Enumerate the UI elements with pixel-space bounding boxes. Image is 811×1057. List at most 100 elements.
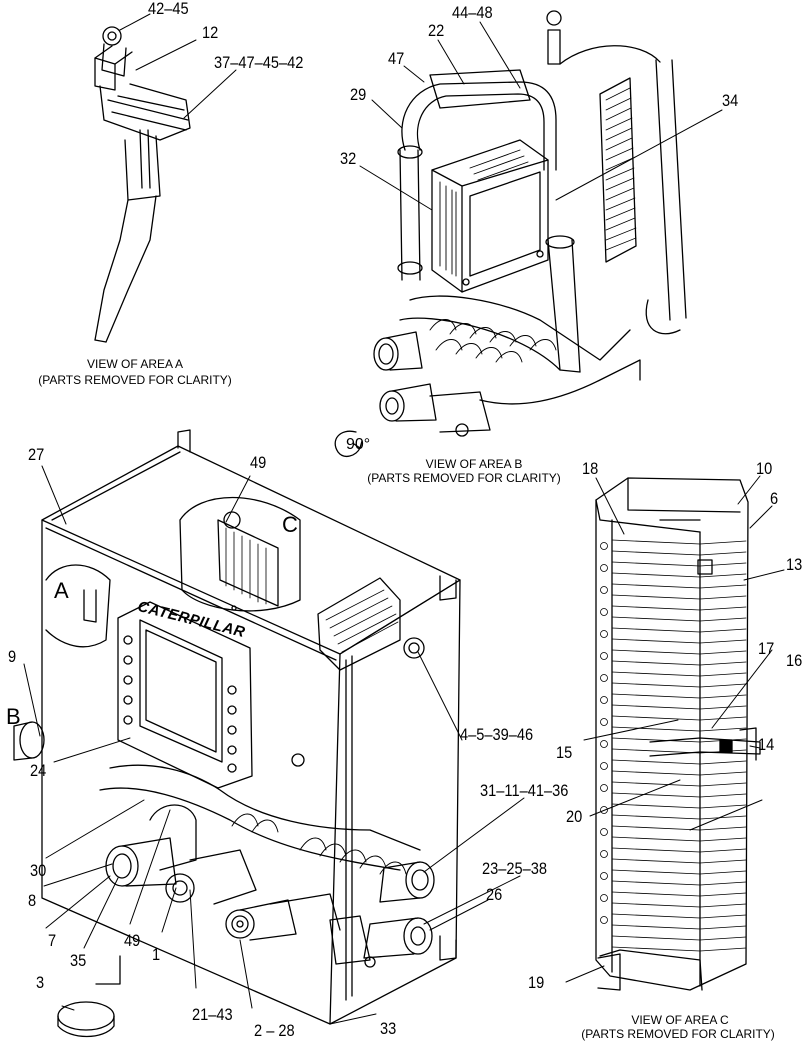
terminal-rib xyxy=(611,726,701,732)
view-c-terminal-screws xyxy=(600,542,608,924)
callout-42-45: 42–45 xyxy=(148,0,189,18)
callout-19: 19 xyxy=(528,973,545,992)
terminal-rib xyxy=(611,880,701,886)
terminal-screw xyxy=(600,916,608,924)
terminal-rib xyxy=(611,616,701,622)
terminal-rib xyxy=(611,814,701,820)
callout-6: 6 xyxy=(770,489,779,508)
callout-26: 26 xyxy=(486,885,503,904)
callout-35: 35 xyxy=(70,951,87,970)
callout-10: 10 xyxy=(756,459,773,478)
callout-37-47-45-42: 37–47–45–42 xyxy=(214,53,304,72)
terminal-screw xyxy=(600,608,608,616)
leader-lines xyxy=(23,13,785,1025)
terminal-rib-side xyxy=(699,540,747,545)
callout-1: 1 xyxy=(152,945,161,964)
view-b-title: VIEW OF AREA B xyxy=(425,457,523,471)
terminal-rib-side xyxy=(699,562,747,567)
terminal-rib xyxy=(611,737,701,743)
terminal-rib-side xyxy=(699,815,747,820)
terminal-rib-side xyxy=(699,683,747,688)
callout-20: 20 xyxy=(566,807,583,826)
terminal-rib-side xyxy=(699,705,747,710)
callout-9: 9 xyxy=(8,647,17,666)
callout-31-11-41-36: 31–11–41–36 xyxy=(480,781,569,800)
terminal-screw xyxy=(600,564,608,572)
view-c-terminal-strip-drawing xyxy=(595,477,761,991)
terminal-rib-side xyxy=(699,738,747,743)
terminal-rib xyxy=(611,682,701,688)
terminal-rib-side xyxy=(699,650,747,655)
terminal-screw xyxy=(600,894,608,902)
callout-49-top: 49 xyxy=(250,453,267,472)
callout-17: 17 xyxy=(758,639,775,658)
terminal-rib-side xyxy=(699,804,747,809)
terminal-rib-side xyxy=(699,573,747,578)
terminal-rib xyxy=(611,583,701,589)
terminal-rib xyxy=(611,913,701,919)
terminal-rib-side xyxy=(699,771,747,776)
terminal-rib xyxy=(611,891,701,897)
terminal-rib xyxy=(611,748,701,754)
terminal-rib-side xyxy=(699,859,747,864)
terminal-rib xyxy=(611,770,701,776)
terminal-rib xyxy=(611,561,701,567)
terminal-screw xyxy=(600,850,608,858)
callout-3: 3 xyxy=(36,973,45,992)
terminal-rib xyxy=(611,572,701,578)
view-a-note: (PARTS REMOVED FOR CLARITY) xyxy=(38,373,232,387)
rotation-note: 90° xyxy=(346,436,371,453)
terminal-rib-side xyxy=(699,694,747,699)
callout-34: 34 xyxy=(722,91,739,110)
callout-16: 16 xyxy=(786,651,803,670)
terminal-rib-side xyxy=(699,584,747,589)
view-a-harness-drawing xyxy=(94,26,191,343)
terminal-rib xyxy=(611,836,701,842)
terminal-rib xyxy=(611,638,701,644)
callout-29: 29 xyxy=(350,85,367,104)
callout-15: 15 xyxy=(556,743,573,762)
terminal-screw xyxy=(600,828,608,836)
terminal-rib xyxy=(611,594,701,600)
control-box-drawing xyxy=(13,429,461,1038)
terminal-rib-side xyxy=(699,760,747,765)
terminal-screw xyxy=(600,630,608,638)
callout-8: 8 xyxy=(28,891,37,910)
terminal-rib xyxy=(611,825,701,831)
view-b-note: (PARTS REMOVED FOR CLARITY) xyxy=(367,471,561,485)
view-a-title: VIEW OF AREA A xyxy=(86,357,184,371)
area-marker-a: A xyxy=(54,578,69,603)
view-c-title: VIEW OF AREA C xyxy=(631,1013,729,1027)
terminal-rib-side xyxy=(699,793,747,798)
callout-21-43: 21–43 xyxy=(192,1005,233,1024)
terminal-rib xyxy=(611,715,701,721)
terminal-screw xyxy=(600,784,608,792)
callout-2-28: 2 – 28 xyxy=(254,1021,295,1040)
terminal-rib xyxy=(611,792,701,798)
terminal-rib xyxy=(611,649,701,655)
terminal-rib-side xyxy=(699,716,747,721)
callout-24: 24 xyxy=(30,761,47,780)
view-b-module-drawing xyxy=(334,10,687,458)
callout-32: 32 xyxy=(340,149,357,168)
terminal-rib-side xyxy=(699,595,747,600)
callout-47: 47 xyxy=(388,49,405,68)
area-marker-c: C xyxy=(282,512,298,537)
terminal-rib-side xyxy=(699,914,747,919)
terminal-rib xyxy=(611,803,701,809)
terminal-rib xyxy=(611,847,701,853)
terminal-rib-side xyxy=(699,848,747,853)
callout-44-48: 44–48 xyxy=(452,3,493,22)
terminal-rib-side xyxy=(699,606,747,611)
callout-49-bottom: 49 xyxy=(124,931,141,950)
terminal-rib-side xyxy=(699,639,747,644)
terminal-rib xyxy=(611,539,701,545)
terminal-rib-side xyxy=(699,628,747,633)
terminal-rib xyxy=(611,671,701,677)
terminal-rib-side xyxy=(699,925,747,930)
terminal-screw xyxy=(600,740,608,748)
callout-7: 7 xyxy=(48,931,57,950)
terminal-screw xyxy=(600,696,608,704)
terminal-rib-side xyxy=(699,903,747,908)
terminal-screw xyxy=(600,872,608,880)
